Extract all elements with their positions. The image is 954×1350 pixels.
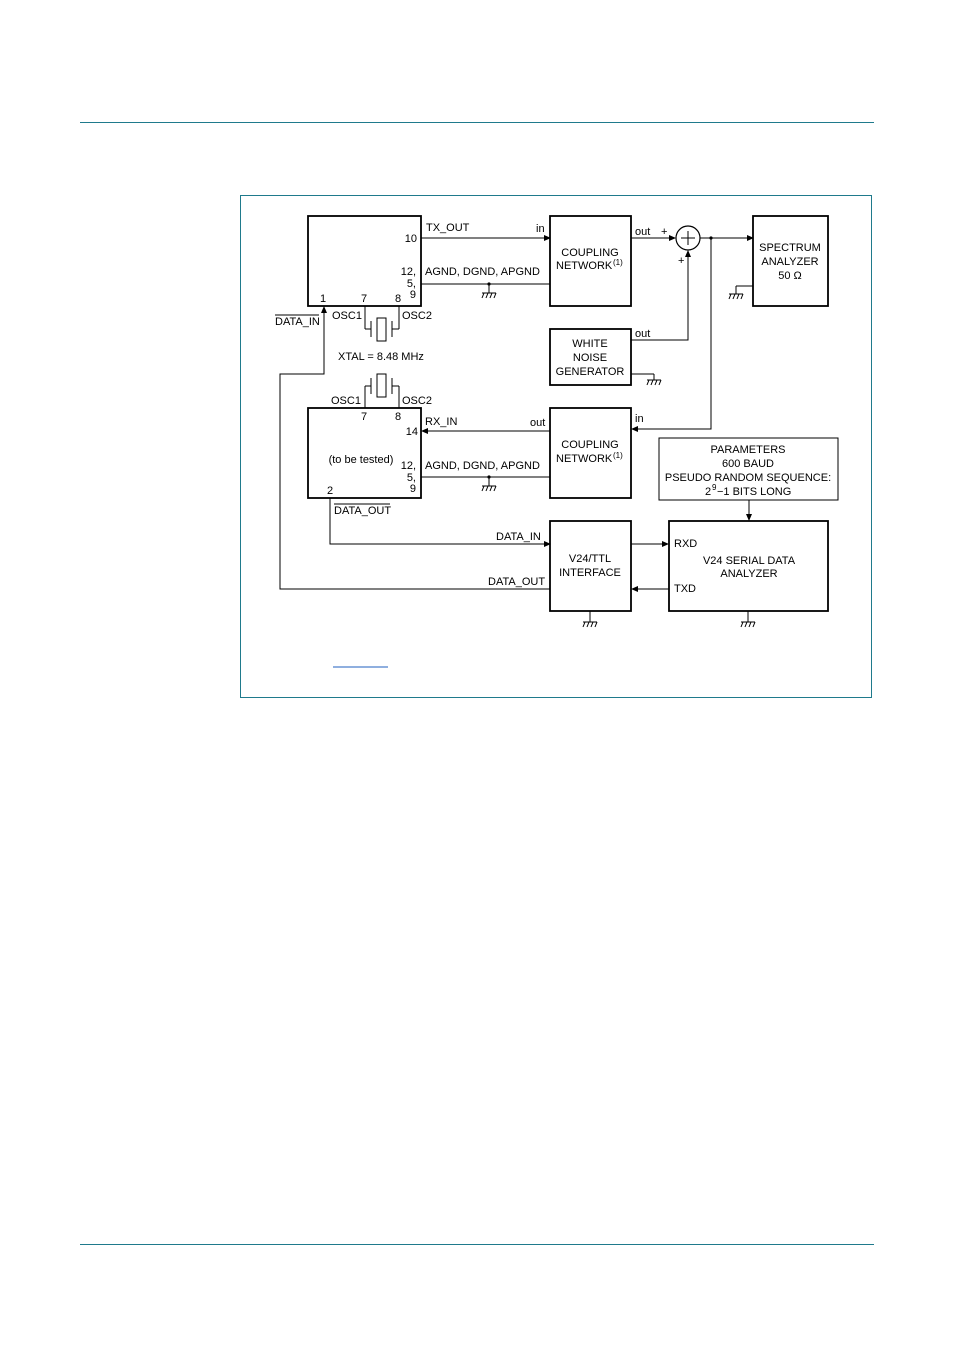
tx-ground-icon (481, 284, 497, 299)
v24-ttl-interface-block: V24/TTL INTERFACE (549, 520, 632, 612)
rx-pin-7: 7 (361, 411, 367, 423)
noise-out-label: out (635, 328, 650, 340)
tx-osc2-label: OSC2 (402, 310, 432, 322)
v24sda-line1: V24 SERIAL DATA (703, 555, 796, 567)
crystal-2-icon (364, 373, 400, 408)
rx-gnd-pin-c: 9 (410, 483, 416, 495)
coupling2-out-label: out (530, 417, 545, 429)
v24sda-rxd-label: RXD (674, 538, 697, 550)
params-line4-exponent: 9 (712, 483, 717, 492)
tx-pin-7: 7 (361, 293, 367, 305)
white-noise-generator-block: WHITE NOISE GENERATOR (549, 328, 632, 386)
v24sda-line2: ANALYZER (720, 568, 777, 580)
rx-gnd-label: AGND, DGND, APGND (425, 460, 540, 472)
crystal-1-icon (364, 306, 400, 342)
v24-serial-data-analyzer-block: V24 SERIAL DATA ANALYZER RXD TXD (668, 520, 829, 612)
coupling2-line2: NETWORK (556, 453, 613, 465)
rx-ground-icon (481, 477, 497, 492)
summer-plus-bottom: + (678, 255, 684, 267)
v24ttl-line2: INTERFACE (559, 567, 621, 579)
params-line1: PARAMETERS (711, 444, 786, 456)
spectrum-ground-icon (728, 285, 753, 300)
tx-ic-block: 10 12, 5, 9 1 7 8 (307, 215, 422, 307)
coupling2-in-label: in (635, 413, 644, 425)
tx-pin-10: 10 (405, 233, 417, 245)
parameters-block: PARAMETERS 600 BAUD PSEUDO RANDOM SEQUEN… (658, 437, 839, 501)
rx-ic-label: (to be tested) (329, 454, 394, 466)
noise-out-wire (631, 250, 691, 341)
rx-pin-2: 2 (327, 485, 333, 497)
coupling1-line2: NETWORK (556, 260, 613, 272)
spectrum-line1: SPECTRUM (759, 242, 821, 254)
coupling1-out-label: out (635, 226, 650, 238)
params-line3: PSEUDO RANDOM SEQUENCE: (665, 472, 831, 484)
tx-gnd-pin-b: 5, (407, 278, 416, 290)
params-line4-rest: −1 BITS LONG (717, 486, 791, 498)
v24ttl-ground-icon (582, 611, 598, 628)
rx-data-out-label: DATA_OUT (334, 505, 391, 517)
data-in-return-wire (279, 306, 550, 590)
tx-data-in-label: DATA_IN (275, 316, 320, 328)
v24ttl-data-in-label: DATA_IN (496, 531, 541, 543)
v24sda-ground-icon (740, 611, 756, 628)
xtal-label: XTAL = 8.48 MHz (338, 351, 424, 363)
coupling1-footnote: (1) (613, 258, 623, 267)
tx-gnd-pin-c: 9 (410, 289, 416, 301)
noise-line1: WHITE (572, 338, 607, 350)
v24ttl-data-out-label: DATA_OUT (488, 576, 545, 588)
rx-data-out-wire (329, 498, 551, 547)
rx-pin-8: 8 (395, 411, 401, 423)
rx-gnd-pin-a: 12, (401, 460, 416, 472)
rx-ic-block: 7 8 14 (to be tested) 12, 5, 9 2 (307, 407, 422, 499)
noise-ground-icon (631, 373, 662, 386)
tx-out-label: TX_OUT (426, 222, 470, 234)
v24ttl-line1: V24/TTL (569, 553, 611, 565)
tx-gnd-pin-a: 12, (401, 266, 416, 278)
params-line4-base: 2 (705, 486, 711, 498)
tx-gnd-label: AGND, DGND, APGND (425, 266, 540, 278)
spectrum-line3: 50 Ω (778, 270, 802, 282)
coupling2-line1: COUPLING (561, 439, 618, 451)
rx-gnd-pin-b: 5, (407, 472, 416, 484)
header-rule (80, 122, 874, 123)
rx-in-label: RX_IN (425, 416, 457, 428)
coupling1-line1: COUPLING (561, 247, 618, 259)
noise-line3: GENERATOR (556, 366, 625, 378)
rx-pin-14: 14 (406, 426, 418, 438)
coupling-network-2-block: COUPLING NETWORK (1) (549, 407, 632, 499)
noise-line2: NOISE (573, 352, 607, 364)
rx-osc2-label: OSC2 (402, 395, 432, 407)
figure-frame (240, 195, 872, 698)
spectrum-line2: ANALYZER (761, 256, 818, 268)
footer-rule (80, 1244, 874, 1245)
params-line2: 600 BAUD (722, 458, 774, 470)
summing-junction-icon (675, 225, 701, 251)
summer-plus-top: + (661, 226, 667, 238)
tx-pin-8: 8 (395, 293, 401, 305)
rx-osc1-label: OSC1 (331, 395, 361, 407)
coupling2-footnote: (1) (613, 451, 623, 460)
feedback-to-coupling2-wire (631, 238, 712, 432)
v24sda-txd-label: TXD (674, 583, 696, 595)
spectrum-analyzer-block: SPECTRUM ANALYZER 50 Ω (752, 215, 829, 307)
tx-pin-1: 1 (320, 293, 326, 305)
tx-osc1-label: OSC1 (332, 310, 362, 322)
coupling-network-1-block: COUPLING NETWORK (1) (549, 215, 632, 307)
coupling1-in-label: in (536, 223, 545, 235)
